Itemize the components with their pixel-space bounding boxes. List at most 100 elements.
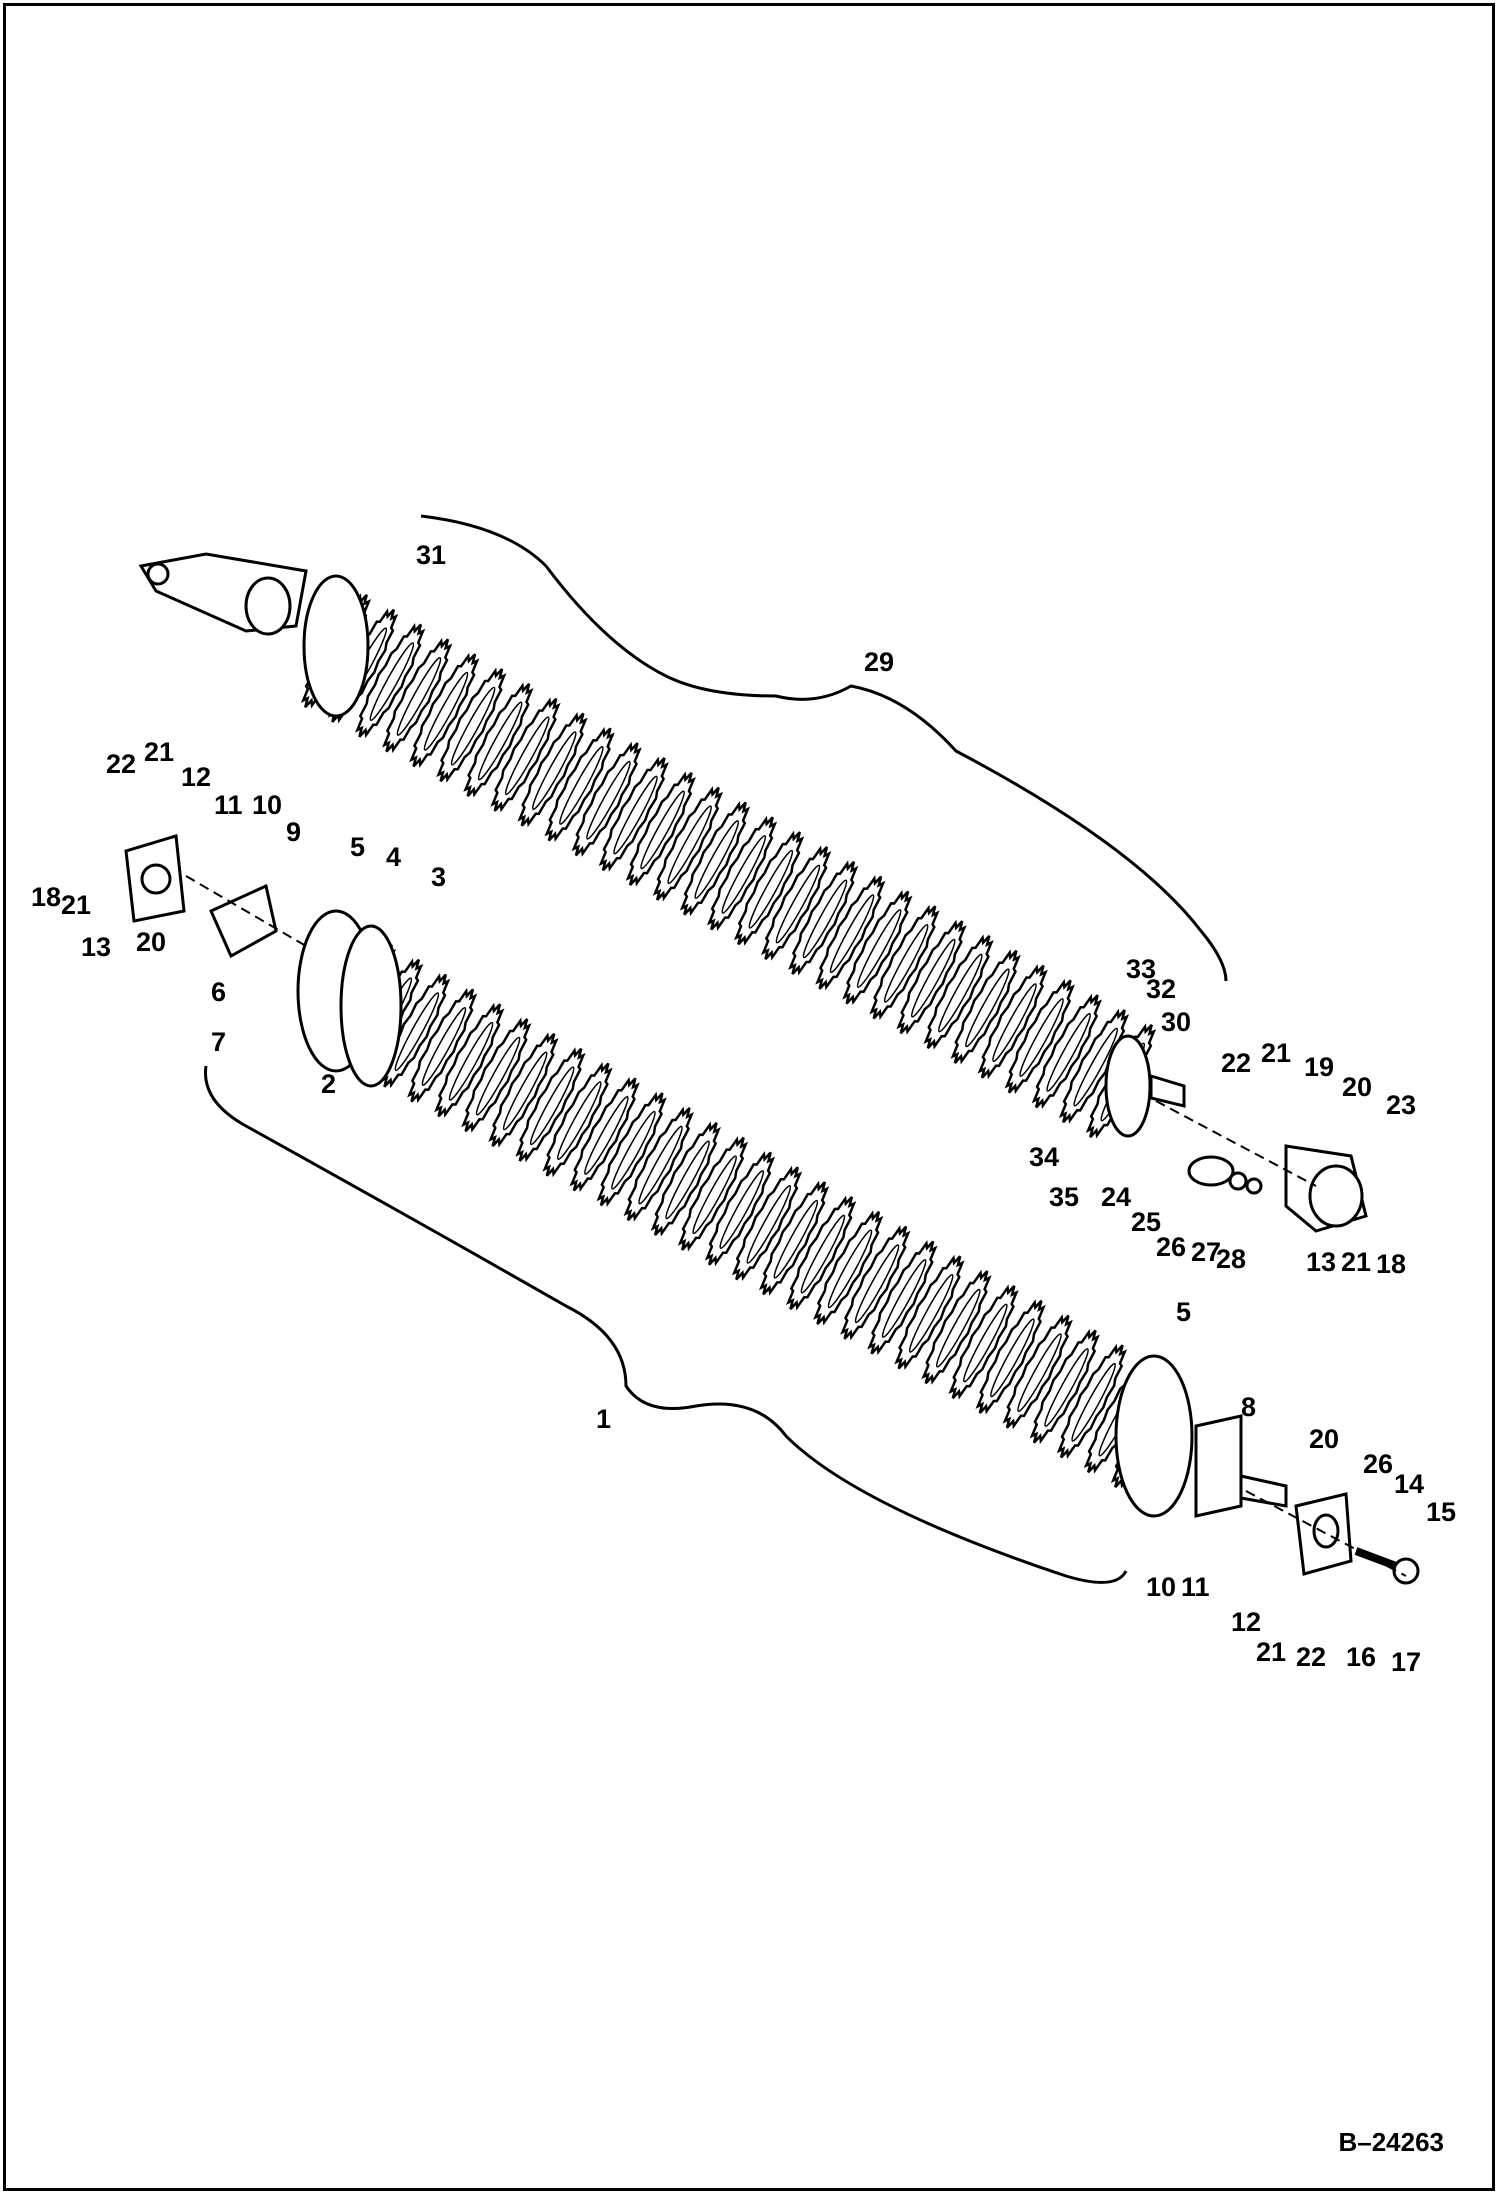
callout-1: 1: [596, 1404, 611, 1434]
roller-disc: [923, 934, 994, 1050]
nut-15: [1392, 1557, 1420, 1585]
roller-disc: [1004, 978, 1075, 1095]
roller-disc: [650, 1121, 721, 1237]
axis-line-left: [185, 875, 307, 947]
parts-artwork: [124, 514, 1420, 1585]
callout-29: 29: [864, 647, 894, 677]
callout-21: 21: [61, 890, 91, 920]
roller-disc: [1002, 1314, 1073, 1430]
flange-25: [1187, 1155, 1235, 1187]
roller-disc: [517, 712, 588, 828]
callout-18: 18: [31, 882, 61, 912]
document-id: B–24263: [1338, 2127, 1444, 2157]
washer-27: [1245, 1177, 1263, 1195]
callout-2: 2: [321, 1069, 336, 1099]
callout-26: 26: [1363, 1449, 1393, 1479]
roller-disc: [571, 741, 642, 857]
callout-33: 33: [1126, 954, 1156, 984]
callout-20: 20: [136, 927, 166, 957]
roller-disc: [842, 889, 913, 1006]
roller-disc: [677, 1136, 749, 1252]
callout-21: 21: [1341, 1247, 1371, 1277]
lower-left-bearing: [140, 863, 172, 895]
upper-right-endcap: [1104, 1034, 1152, 1138]
roller-disc: [596, 1091, 667, 1207]
callout-10: 10: [252, 790, 282, 820]
shaft-30: [1149, 1073, 1186, 1108]
brace-29: [420, 514, 1228, 982]
roller-disc: [1029, 1328, 1100, 1445]
callout-19: 19: [1304, 1052, 1334, 1082]
callout-25: 25: [1131, 1207, 1161, 1237]
upper-left-bearing: [244, 576, 292, 636]
callout-5: 5: [350, 832, 365, 862]
callout-22: 22: [1221, 1048, 1251, 1078]
roller-disc: [490, 697, 561, 813]
lower-right-shaft: [1239, 1474, 1288, 1508]
roller-disc: [1058, 1008, 1130, 1124]
roller-disc: [515, 1047, 586, 1163]
callout-13: 13: [81, 932, 111, 962]
roller-disc: [840, 1225, 911, 1341]
roller-disc: [1031, 993, 1103, 1109]
callout-6: 6: [211, 977, 226, 1007]
callout-7: 7: [211, 1027, 226, 1057]
roller-disc: [869, 904, 940, 1020]
callout-17: 17: [1391, 1647, 1421, 1677]
callout-22: 22: [106, 749, 136, 779]
roller-disc: [815, 875, 886, 991]
roller-disc: [382, 637, 453, 754]
roller-disc: [679, 800, 751, 917]
roller-disc: [544, 726, 615, 843]
callout-3: 3: [431, 862, 446, 892]
roller-disc: [1056, 1343, 1128, 1459]
endcap-5-right: [1114, 1354, 1194, 1518]
roller-disc: [813, 1210, 884, 1326]
washer-26: [1228, 1171, 1248, 1191]
callout-20: 20: [1342, 1072, 1372, 1102]
callout-21: 21: [1256, 1637, 1286, 1667]
roller-disc: [625, 771, 696, 887]
callout-16: 16: [1346, 1642, 1376, 1672]
callout-30: 30: [1161, 1007, 1191, 1037]
roller-disc: [758, 1180, 830, 1296]
roller-disc: [623, 1106, 694, 1222]
callout-32: 32: [1146, 974, 1176, 1004]
roller-disc: [896, 919, 967, 1035]
roller-disc: [948, 1284, 1019, 1400]
sprocket-31: [302, 574, 370, 718]
roller-disc: [379, 973, 451, 1089]
hub-8: [1194, 1414, 1243, 1518]
callout-12: 12: [181, 762, 211, 792]
axis-line-upper-right: [1155, 1100, 1317, 1187]
callout-8: 8: [1241, 1392, 1256, 1422]
roller-disc: [894, 1254, 965, 1370]
callout-21: 21: [144, 737, 174, 767]
callout-15: 15: [1426, 1497, 1456, 1527]
callout-28: 28: [1216, 1244, 1246, 1274]
roller-disc: [354, 623, 426, 739]
roller-disc: [950, 949, 1021, 1065]
hub-9: [209, 883, 278, 959]
roller-disc: [731, 1165, 803, 1282]
callout-26: 26: [1156, 1232, 1186, 1262]
lower-right-bearing: [1312, 1513, 1340, 1549]
roller-disc: [786, 1195, 857, 1311]
roller-disc: [733, 830, 805, 946]
axis-line-lower-right: [1245, 1490, 1407, 1577]
roller-disc: [436, 667, 507, 783]
ring-4: [339, 924, 403, 1088]
brace-1: [204, 1065, 1128, 1584]
upper-roller: [300, 593, 1157, 1139]
roller-disc: [598, 756, 669, 872]
upper-right-bearing: [1308, 1164, 1364, 1228]
callout-20: 20: [1309, 1424, 1339, 1454]
callout-11: 11: [214, 790, 243, 820]
roller-disc: [706, 815, 778, 932]
roller-disc: [704, 1150, 776, 1267]
roller-disc: [569, 1076, 640, 1193]
callout-34: 34: [1029, 1142, 1059, 1172]
roller-disc: [761, 845, 832, 961]
